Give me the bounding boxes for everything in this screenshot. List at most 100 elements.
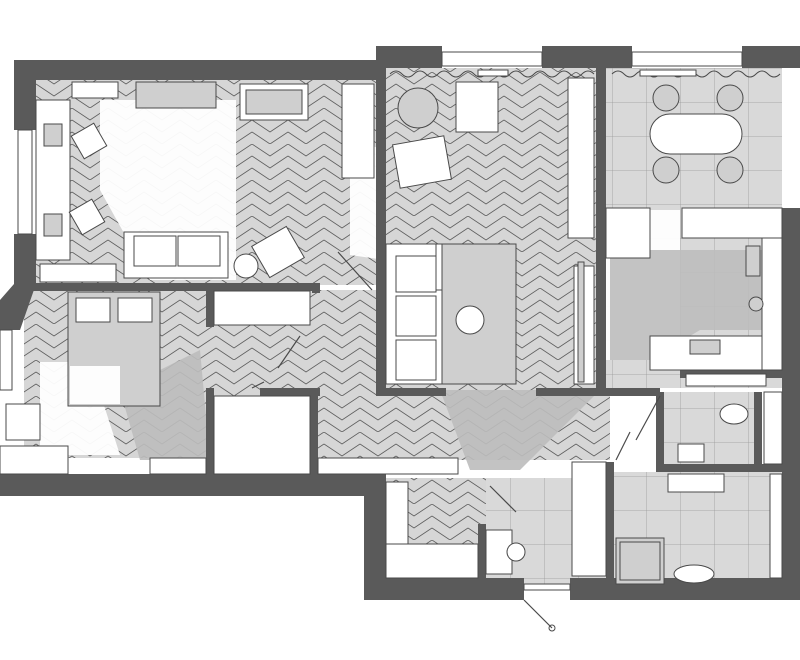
wardrobe <box>135 81 217 109</box>
toilet <box>719 403 749 425</box>
office-chair <box>70 122 108 160</box>
counter <box>667 473 725 493</box>
nightstand <box>5 403 41 441</box>
side-table <box>233 253 259 279</box>
tall-cabinet <box>341 83 375 179</box>
wall <box>478 524 486 580</box>
wall <box>782 208 800 600</box>
dresser-top <box>245 89 303 115</box>
wall <box>312 283 320 293</box>
pillow <box>117 297 153 323</box>
entrance-door <box>523 599 553 629</box>
fridge <box>605 207 651 259</box>
tv <box>577 261 585 383</box>
dining-table <box>649 113 743 155</box>
wall <box>0 474 384 496</box>
office-furniture <box>35 81 375 283</box>
door-leaf <box>251 381 265 389</box>
wall <box>606 462 614 582</box>
monitor <box>43 213 63 237</box>
pillow <box>75 297 111 323</box>
wall <box>754 392 762 464</box>
wall <box>656 392 664 472</box>
washbasin <box>677 443 705 463</box>
wall <box>536 388 606 396</box>
cooktop <box>745 245 761 277</box>
office-chair <box>68 198 106 236</box>
cabinet <box>685 373 767 387</box>
sofa-cushion <box>133 235 177 267</box>
shelf <box>763 391 783 465</box>
desk <box>0 445 69 475</box>
sofa-seat <box>395 255 437 293</box>
wall <box>14 60 384 80</box>
wall <box>656 464 782 472</box>
bed-sheet <box>70 366 120 404</box>
sink <box>748 296 764 312</box>
wall <box>364 578 524 600</box>
window-frame <box>0 329 13 391</box>
bath-furniture <box>615 391 783 585</box>
armchair <box>391 135 453 189</box>
door-handle <box>548 624 556 632</box>
dining-chair <box>716 156 744 184</box>
bookshelf <box>567 77 595 239</box>
bedroom-furniture <box>0 290 311 475</box>
sofa-cushion <box>177 235 221 267</box>
armchair-round <box>397 87 439 129</box>
hall-furniture <box>317 457 607 579</box>
door-leaf <box>615 431 631 461</box>
sofa-seat <box>395 339 437 381</box>
closet <box>213 395 311 475</box>
wall <box>596 46 606 396</box>
wall <box>376 46 386 396</box>
wall <box>376 388 446 396</box>
shelf <box>39 263 117 283</box>
dining-chair <box>652 84 680 112</box>
wall <box>606 388 660 396</box>
door-leaf <box>337 251 373 291</box>
coffee-table <box>455 305 485 335</box>
walls <box>0 46 800 600</box>
washbasin <box>506 542 526 562</box>
washbasin <box>673 564 715 584</box>
dining-chair <box>716 84 744 112</box>
sofa-seat <box>395 295 437 337</box>
radiator <box>639 69 697 77</box>
wall <box>742 46 800 68</box>
kitchen-furniture <box>605 84 783 387</box>
shadow-area <box>610 250 780 360</box>
wardrobe <box>213 290 311 326</box>
shadow-area <box>120 350 210 460</box>
storage <box>571 461 607 577</box>
wall <box>542 46 632 68</box>
doors <box>251 251 661 632</box>
wardrobe <box>385 543 479 579</box>
window <box>441 51 543 67</box>
sink <box>689 339 721 355</box>
windows <box>389 51 781 78</box>
kitchen-counter <box>761 237 783 371</box>
door-leaf <box>635 395 661 441</box>
wall <box>206 291 214 327</box>
wall <box>260 388 320 396</box>
wall <box>206 388 214 476</box>
shelf <box>71 81 119 99</box>
wall <box>24 283 320 291</box>
monitor <box>43 123 63 147</box>
shower-tray <box>619 541 661 581</box>
window-frame <box>17 129 33 235</box>
armchair <box>455 81 499 133</box>
dining-chair <box>652 156 680 184</box>
shoe-cabinet <box>317 457 459 475</box>
door-leaf <box>489 485 517 513</box>
door-leaf <box>277 335 301 369</box>
shelf <box>385 481 409 545</box>
shadow-area <box>440 390 600 470</box>
living-furniture <box>385 77 595 385</box>
wall <box>376 46 442 68</box>
door-frame <box>523 583 571 591</box>
radiator <box>477 69 509 77</box>
kitchen-counter <box>681 207 783 239</box>
